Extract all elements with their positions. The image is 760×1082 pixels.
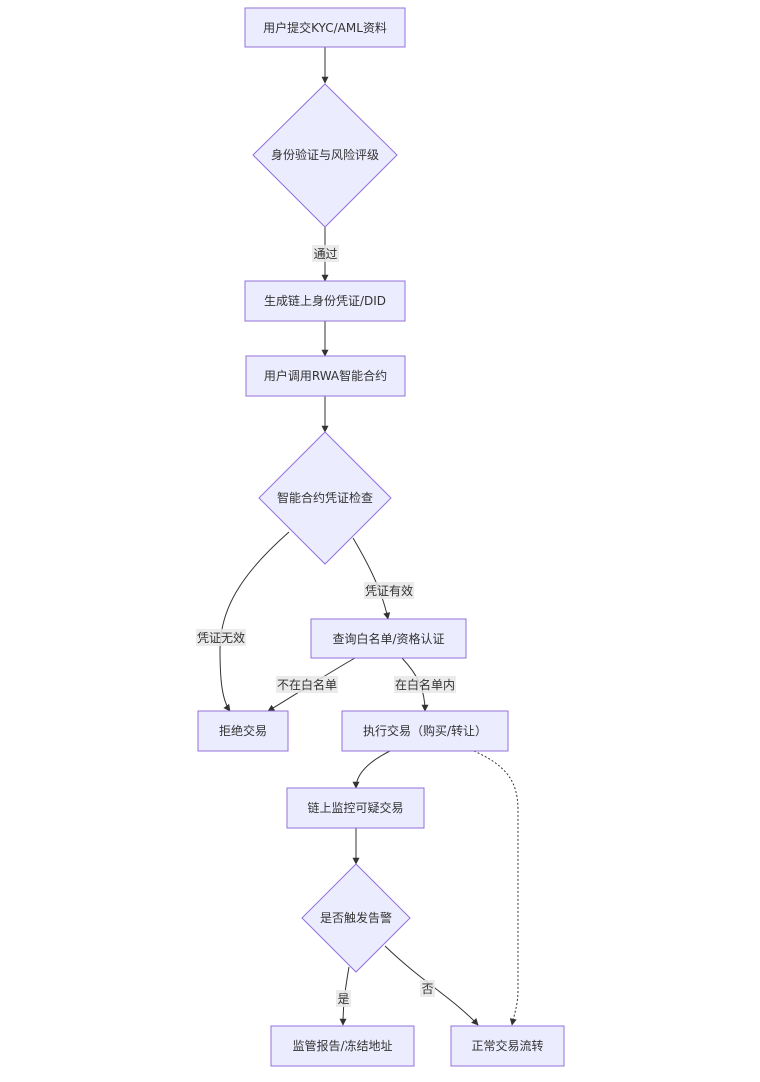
edge-label-in-list-text: 在白名单内	[395, 677, 455, 692]
node-alert-decision: 是否触发告警	[301, 863, 411, 973]
edge-execute-to-monitor	[352, 750, 391, 789]
node-execute-label: 执行交易（购买/转让）	[363, 723, 487, 738]
node-credential-label: 生成链上身份凭证/DID	[264, 293, 386, 308]
node-whitelist-label: 查询白名单/资格认证	[332, 631, 444, 646]
node-submit: 用户提交KYC/AML资料	[244, 7, 406, 48]
node-reject: 拒绝交易	[197, 710, 289, 752]
edge-label-invalid: 凭证无效	[196, 629, 246, 646]
node-invoke: 用户调用RWA智能合约	[245, 355, 406, 397]
node-credential: 生成链上身份凭证/DID	[244, 280, 406, 322]
node-invoke-label: 用户调用RWA智能合约	[264, 368, 387, 383]
node-submit-label: 用户提交KYC/AML资料	[263, 20, 387, 35]
edge-label-valid: 凭证有效	[364, 582, 414, 599]
edge-check-to-whitelist	[352, 537, 391, 620]
node-monitor-label: 链上监控可疑交易	[307, 800, 403, 815]
edge-label-in-list: 在白名单内	[394, 676, 456, 693]
edge-label-no-text: 否	[421, 982, 433, 996]
node-check-decision: 智能合约凭证检查	[258, 431, 392, 565]
node-verify-label: 身份验证与风险评级	[271, 147, 379, 162]
nodes: 用户提交KYC/AML资料 身份验证与风险评级 生成链上身份凭证/DID 用户调…	[197, 7, 565, 1067]
edge-label-valid-text: 凭证有效	[365, 583, 413, 598]
node-check-label: 智能合约凭证检查	[277, 490, 373, 505]
edge-label-invalid-text: 凭证无效	[197, 630, 245, 645]
edge-labels: 通过 凭证有效 凭证无效 不在白名单 在白名单内 是	[196, 245, 456, 1007]
edge-label-no: 否	[420, 980, 435, 997]
node-report-label: 监管报告/冻结地址	[292, 1038, 392, 1053]
node-normal: 正常交易流转	[450, 1025, 565, 1067]
edge-alert-to-normal	[384, 945, 479, 1026]
edge-execute-to-normal	[473, 750, 519, 1026]
edge-label-pass-text: 通过	[313, 247, 337, 261]
edge-label-not-in-list: 不在白名单	[276, 676, 338, 693]
edge-label-yes: 是	[336, 990, 351, 1007]
node-whitelist: 查询白名单/资格认证	[310, 618, 467, 659]
node-reject-label: 拒绝交易	[219, 723, 267, 738]
node-normal-label: 正常交易流转	[471, 1038, 543, 1053]
node-monitor: 链上监控可疑交易	[286, 787, 425, 829]
node-execute: 执行交易（购买/转让）	[341, 710, 509, 752]
edge-label-yes-text: 是	[337, 992, 349, 1006]
edge-label-pass: 通过	[312, 245, 339, 262]
node-report: 监管报告/冻结地址	[270, 1025, 415, 1067]
node-alert-label: 是否触发告警	[320, 910, 392, 925]
edge-label-not-in-list-text: 不在白名单	[277, 677, 337, 692]
node-verify-decision: 身份验证与风险评级	[252, 83, 398, 228]
